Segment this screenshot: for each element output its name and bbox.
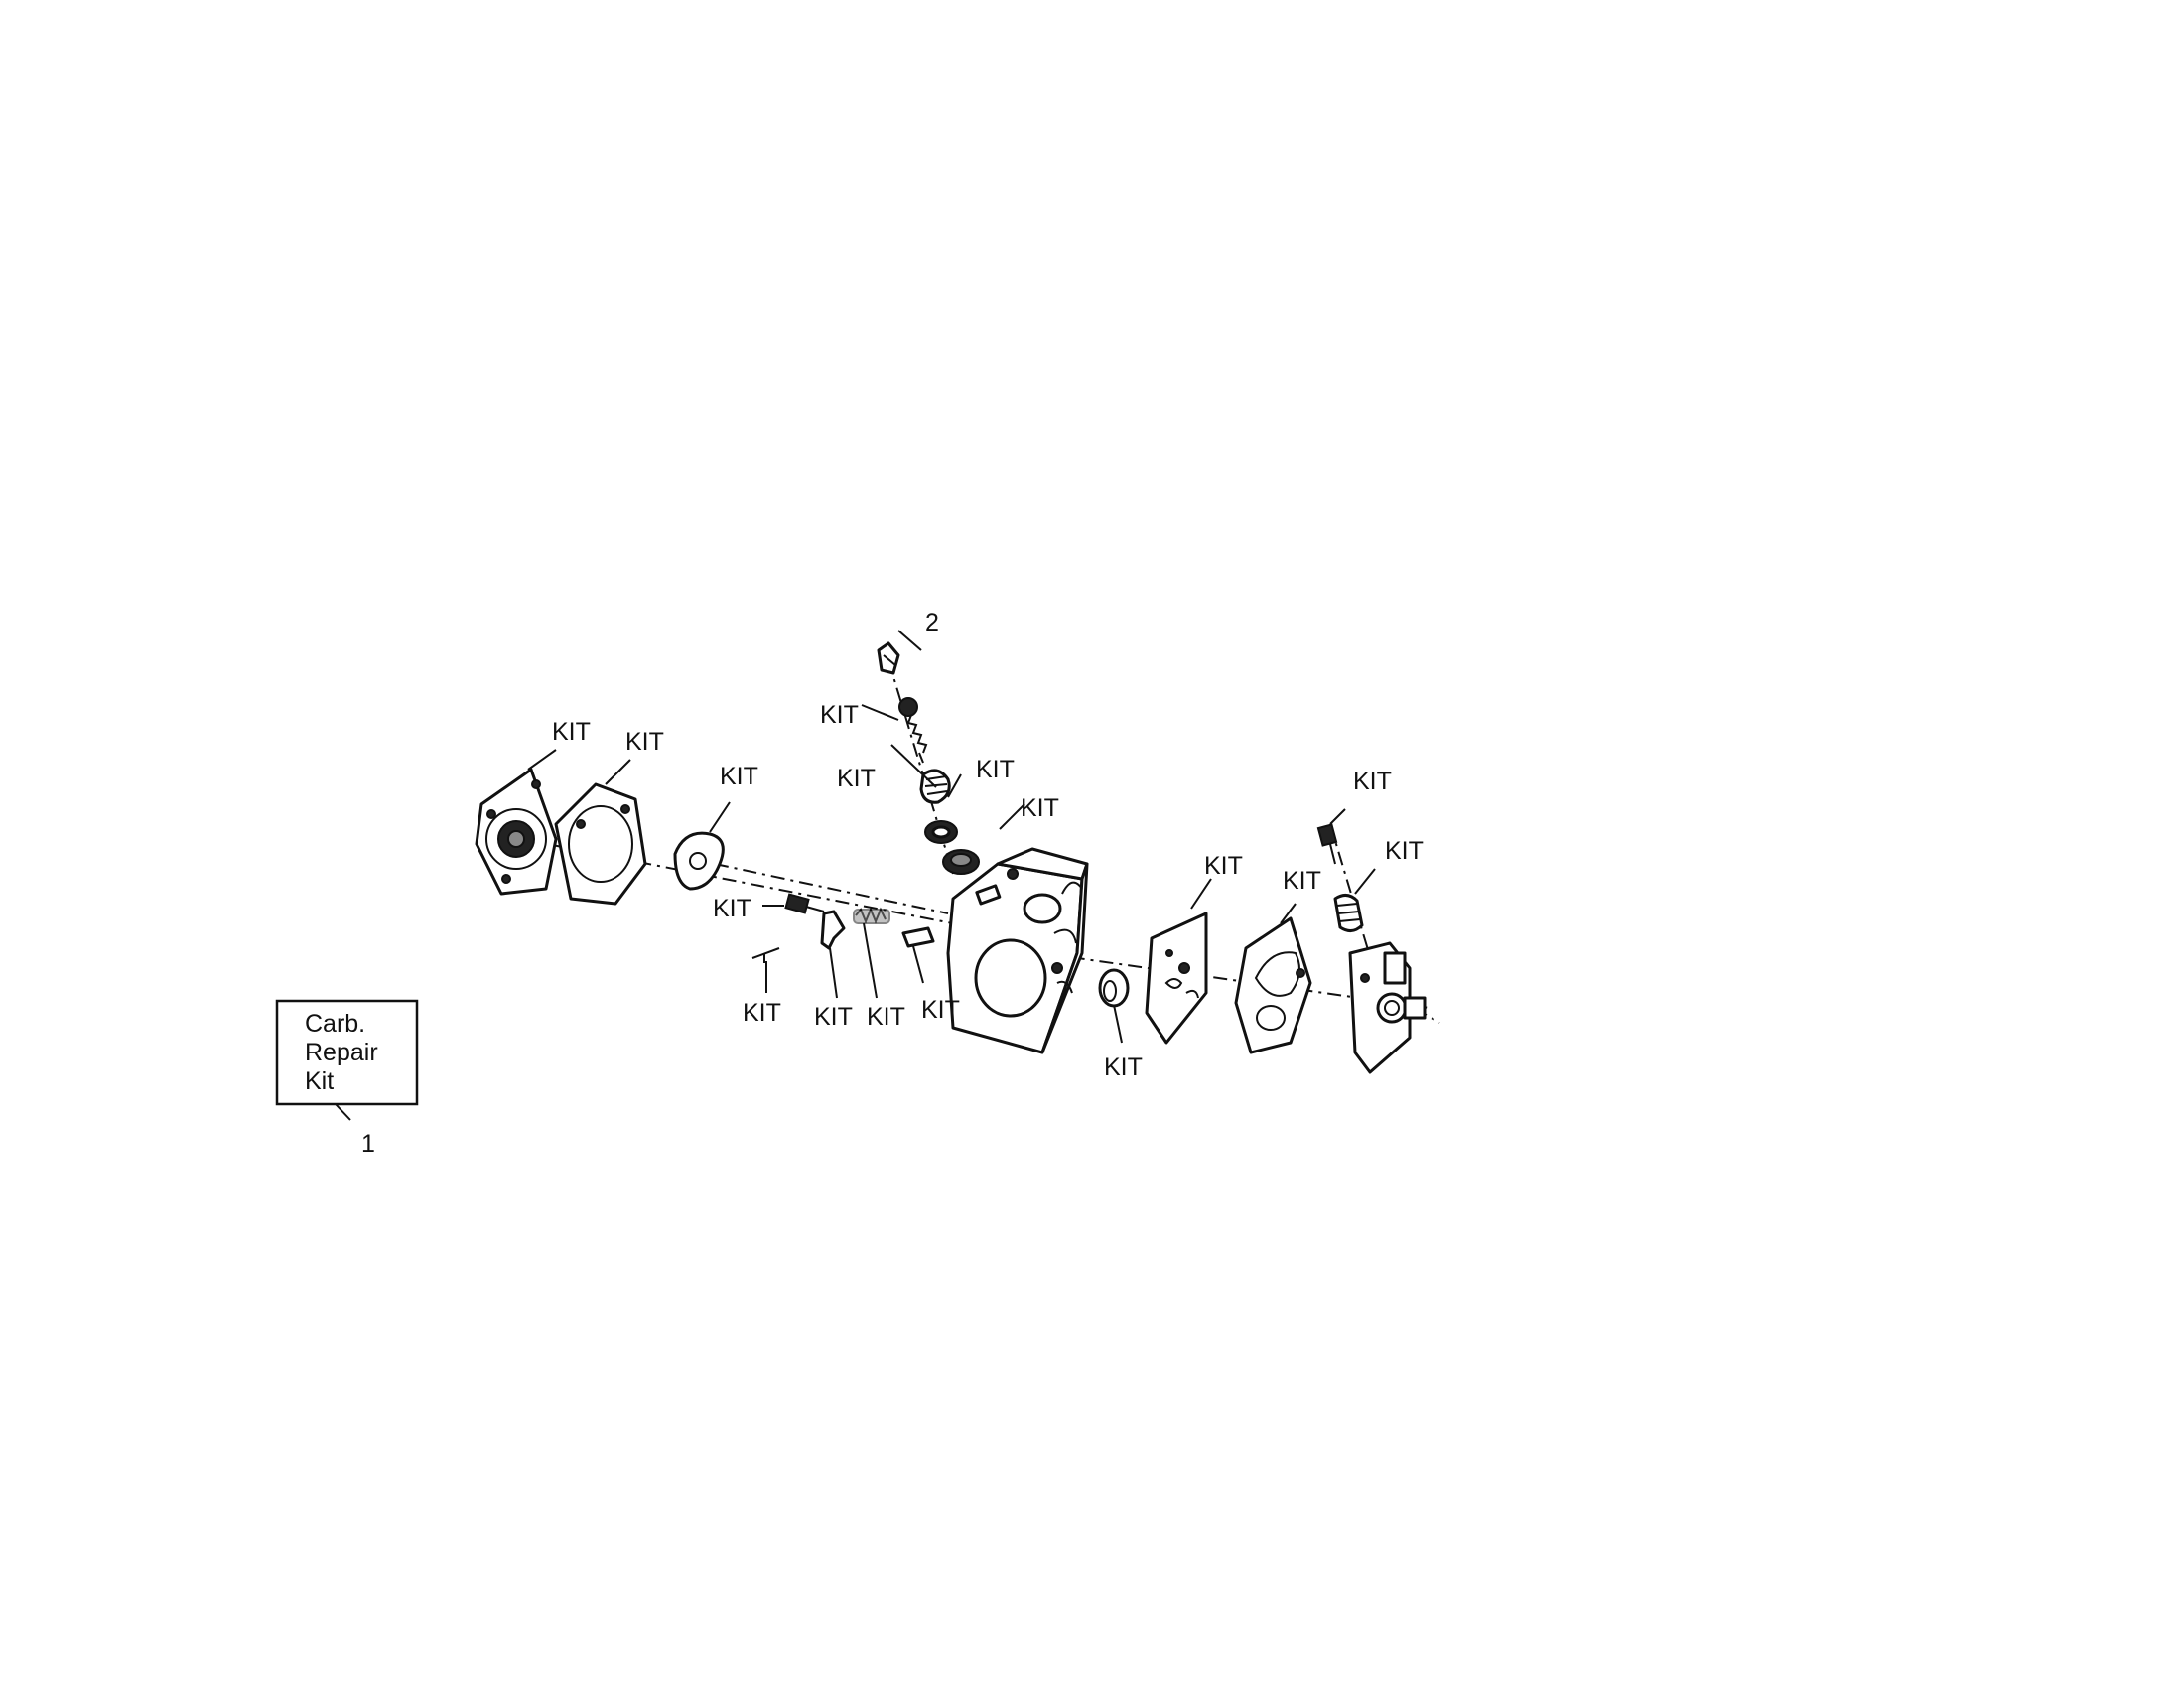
kit-label-lever: KIT <box>814 1003 853 1031</box>
kit-label-screw: KIT <box>713 895 751 922</box>
cover-screw-part <box>1316 823 1338 865</box>
kit-label-adjusting-needle: KIT <box>820 701 859 729</box>
callout-1: 1 <box>361 1130 375 1158</box>
callout-2: 2 <box>925 609 939 636</box>
kit-label-pump-gasket: KIT <box>625 728 664 756</box>
kit-label-pump-cover: KIT <box>552 718 591 746</box>
kit-box-line-2: Repair <box>305 1039 378 1066</box>
pin-part <box>751 947 780 963</box>
kit-label-needle-spring: KIT <box>837 765 876 792</box>
kit-label-cover-spring: KIT <box>1385 837 1424 865</box>
metering-gasket-part <box>1234 916 1312 1054</box>
lever-part <box>820 910 846 950</box>
carburetor-body-part <box>946 847 1089 1054</box>
screw-part <box>784 893 825 914</box>
kit-box-line-1: Carb. <box>305 1010 365 1038</box>
callout-labels: 2 KIT KIT KIT KIT KIT KIT KIT KIT KIT KI… <box>552 609 1424 1081</box>
o-ring-part <box>924 820 958 844</box>
metering-lever-part <box>673 831 725 891</box>
washer-part <box>942 849 980 875</box>
carb-repair-kit-box: Carb. Repair Kit 1 <box>275 999 419 1158</box>
kit-label-metering-lever: KIT <box>720 763 758 790</box>
cover-spring-part <box>1333 894 1364 932</box>
adjusting-needle-part <box>898 697 928 764</box>
kit-label-spring: KIT <box>867 1003 905 1031</box>
leader-lines <box>335 630 1376 1121</box>
kit-label-needle: KIT <box>921 996 960 1024</box>
kit-label-metering-diaphragm: KIT <box>1204 852 1243 880</box>
spring-part <box>853 907 890 924</box>
welch-plug-part <box>1098 968 1130 1008</box>
pump-cover-part <box>475 768 558 896</box>
metering-cover-part <box>1348 941 1427 1074</box>
kit-box-line-3: Kit <box>305 1067 334 1095</box>
pump-gasket-part <box>554 782 647 906</box>
kit-label-pin: KIT <box>743 999 781 1027</box>
kit-label-metering-gasket: KIT <box>1283 867 1321 895</box>
metering-diaphragm-part <box>1145 912 1208 1045</box>
kit-label-o-ring: KIT <box>976 756 1015 783</box>
adjusting-limiter-cap-part <box>877 641 900 675</box>
inlet-needle-part <box>901 926 935 948</box>
kit-label-washer: KIT <box>1021 794 1059 822</box>
kit-label-welch-plug: KIT <box>1104 1053 1143 1081</box>
kit-label-cover-screw: KIT <box>1353 768 1392 795</box>
